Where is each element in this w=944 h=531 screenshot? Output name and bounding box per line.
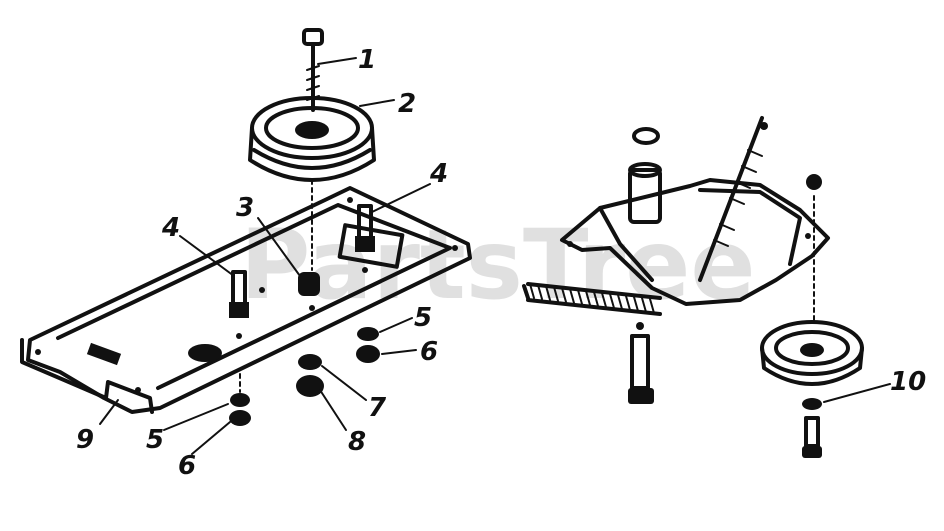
extension-spring (522, 282, 662, 316)
stud-bolt-left (229, 270, 249, 339)
nut-lower (229, 410, 251, 426)
idler-bracket (560, 178, 830, 306)
callout-7: 7 (368, 393, 387, 423)
watermark: PartsTree (240, 209, 755, 321)
callout-4-left: 4 (161, 213, 180, 243)
callout-3: 3 (236, 193, 254, 223)
callout-6-lower: 6 (178, 451, 196, 481)
callout-6-right: 6 (420, 337, 438, 367)
base-plate (20, 186, 472, 414)
spring-rod (698, 116, 768, 282)
nut-center (296, 375, 324, 397)
callout-4-right: 4 (429, 159, 448, 189)
bolt (302, 28, 324, 112)
nut-right (356, 345, 380, 363)
lock-washer-right (357, 327, 379, 341)
idler-pulley (760, 174, 864, 458)
leader-lines-left (99, 57, 431, 455)
leader-lines-right (823, 383, 891, 403)
shoulder-bolt (628, 322, 654, 404)
stud-bolt-right (355, 204, 375, 273)
washer (298, 354, 322, 370)
callout-9: 9 (76, 425, 94, 455)
lock-washer-lower (230, 373, 250, 407)
callout-8: 8 (348, 427, 366, 457)
callout-1: 1 (358, 45, 376, 75)
spacer (298, 179, 320, 311)
callout-5-right: 5 (414, 303, 432, 333)
callout-5-lower: 5 (146, 425, 164, 455)
callout-2: 2 (398, 89, 416, 119)
callout-10: 10 (890, 367, 926, 397)
pivot-shaft (628, 127, 662, 224)
